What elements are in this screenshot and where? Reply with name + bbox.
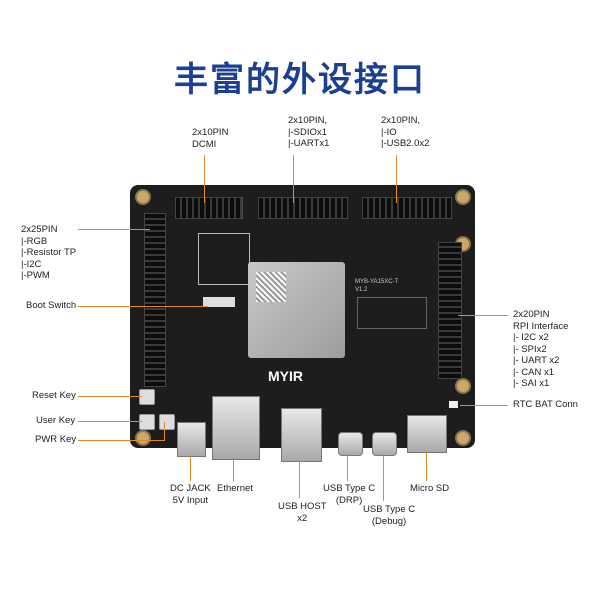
label-user: User Key (36, 415, 76, 426)
label-dc-jack: DC JACK 5V Input (170, 483, 211, 506)
header-rpi (438, 242, 462, 379)
usb-host-port (281, 408, 322, 462)
label-area (357, 297, 427, 329)
callout-line (293, 155, 294, 203)
callout-line (78, 396, 142, 397)
mount-hole (135, 189, 151, 205)
boot-switch[interactable] (203, 297, 235, 307)
callout-line (164, 422, 165, 440)
callout-line (190, 455, 191, 481)
callout-line (78, 306, 208, 307)
label-pwr: PWR Key (35, 434, 77, 445)
rtc-connector (449, 401, 458, 408)
callout-line (426, 451, 427, 481)
som-module (248, 262, 345, 358)
callout-line (233, 458, 234, 481)
callout-line (383, 454, 384, 501)
version-text: V1.2 (355, 287, 368, 293)
pwr-key[interactable] (159, 414, 175, 430)
model-text: MYB-YA15XC-T (355, 279, 399, 285)
label-j12: 2x10PIN DCMI (192, 127, 229, 150)
label-usb-c-debug: USB Type C (Debug) (363, 504, 416, 527)
usb-c-debug-port (372, 432, 397, 456)
label-reset: Reset Key (32, 390, 76, 401)
dc-jack (177, 422, 206, 457)
label-usb-c-drp: USB Type C (DRP) (323, 483, 376, 506)
callout-line (299, 460, 300, 498)
mount-hole (455, 430, 471, 446)
callout-line (78, 229, 150, 230)
mount-hole (135, 430, 151, 446)
callout-line (458, 315, 508, 316)
ethernet-port (212, 396, 260, 460)
header-j19 (258, 197, 348, 219)
label-boot-switch: Boot Switch (26, 300, 77, 311)
label-j14: 2x25PIN |-RGB |-Resistor TP |-I2C |-PWM (21, 224, 77, 281)
boot-table (198, 233, 250, 285)
label-rtc: RTC BAT Conn (513, 399, 578, 410)
mount-hole (455, 378, 471, 394)
board-model: MYB-YA15XC-T V1.2 (355, 278, 398, 294)
callout-line (347, 454, 348, 481)
label-ethernet: Ethernet (217, 483, 253, 494)
reset-key[interactable] (139, 389, 155, 405)
label-micro-sd: Micro SD (410, 483, 450, 494)
qr-code (256, 272, 286, 302)
callout-line (78, 440, 165, 441)
header-j12 (175, 197, 243, 219)
callout-line (460, 405, 508, 406)
usb-c-drp-port (338, 432, 363, 456)
callout-line (204, 155, 205, 203)
label-usb-host: USB HOST x2 (278, 501, 327, 524)
page-title: 丰富的外设接口 (174, 60, 426, 100)
brand-logo: MYIR (268, 368, 303, 384)
mount-hole (455, 189, 471, 205)
header-j14 (144, 213, 166, 387)
label-j17: 2x10PIN, |-IO |-USB2.0x2 (381, 115, 430, 149)
callout-line (78, 421, 142, 422)
user-key[interactable] (139, 414, 155, 430)
callout-line (396, 155, 397, 203)
header-j17 (362, 197, 452, 219)
micro-sd-slot (407, 415, 447, 453)
label-rpi: 2x20PIN RPI Interface |- I2C x2 |- SPIx2… (513, 309, 569, 389)
label-j19: 2x10PIN, |-SDIOx1 |-UARTx1 (288, 115, 330, 149)
